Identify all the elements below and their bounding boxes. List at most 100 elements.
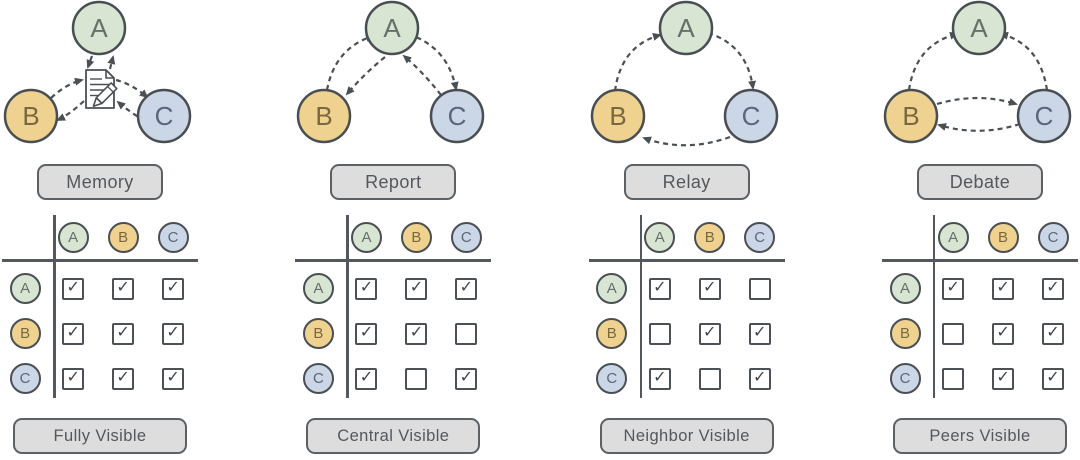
checkmark-icon: ✓	[66, 368, 80, 386]
agent-node-b[interactable]	[297, 88, 352, 144]
checkmark-icon: ✓	[66, 278, 80, 296]
matrix-row-label: B	[882, 318, 928, 349]
matrix-checkbox-cb[interactable]	[698, 367, 721, 390]
matrix-checkbox-ca[interactable]: ✓	[648, 367, 671, 390]
matrix-checkbox-ba[interactable]: ✓	[62, 322, 85, 345]
matrix-agent-circle-b: B	[694, 221, 726, 253]
topology-name-button[interactable]: Relay	[623, 164, 750, 200]
matrix-cell	[928, 322, 978, 345]
matrix-checkbox-cc[interactable]: ✓	[455, 367, 478, 390]
matrix-checkbox-cb[interactable]	[405, 367, 428, 390]
matrix-row-label: C	[2, 363, 48, 394]
matrix-checkbox-ab[interactable]: ✓	[992, 277, 1015, 300]
matrix-checkbox-bb[interactable]: ✓	[405, 322, 428, 345]
visibility-mode-button[interactable]: Central Visible	[306, 418, 481, 454]
matrix-cell: ✓	[391, 277, 441, 300]
agent-node-a[interactable]	[71, 0, 127, 56]
edge-C-to-A	[402, 54, 443, 96]
edge-C-to-B	[937, 122, 1021, 132]
matrix-cell: ✓	[391, 322, 441, 345]
visibility-mode-button[interactable]: Fully Visible	[13, 418, 187, 454]
matrix-row-label: B	[2, 318, 48, 349]
matrix-checkbox-cb[interactable]: ✓	[992, 367, 1015, 390]
matrix-header-cell: A	[48, 221, 98, 253]
matrix-agent-circle-a: A	[57, 221, 89, 253]
agent-node-a[interactable]	[658, 0, 713, 56]
visibility-mode-button[interactable]: Peers Visible	[892, 418, 1067, 454]
matrix-checkbox-ac[interactable]	[748, 277, 771, 300]
matrix-checkbox-aa[interactable]: ✓	[648, 277, 671, 300]
matrix-agent-circle-b: B	[889, 318, 921, 349]
edge-memo-to-A	[107, 55, 116, 70]
matrix-checkbox-bc[interactable]	[455, 322, 478, 345]
agent-node-a[interactable]	[365, 0, 420, 56]
matrix-agent-circle-c: C	[157, 221, 189, 253]
matrix-checkbox-ca[interactable]	[942, 367, 965, 390]
checkmark-icon: ✓	[1046, 323, 1060, 341]
matrix-row-label: C	[295, 363, 341, 394]
matrix-agent-circle-a: A	[644, 221, 676, 253]
matrix-checkbox-cb[interactable]: ✓	[112, 367, 135, 390]
agent-node-b[interactable]	[590, 88, 645, 144]
matrix-checkbox-ab[interactable]: ✓	[698, 277, 721, 300]
matrix-checkbox-aa[interactable]: ✓	[355, 277, 378, 300]
matrix-checkbox-bb[interactable]: ✓	[698, 322, 721, 345]
matrix-cell: ✓	[148, 367, 198, 390]
agent-node-c[interactable]	[723, 88, 778, 144]
checkmark-icon: ✓	[116, 278, 130, 296]
matrix-horizontal-line	[588, 259, 785, 262]
matrix-checkbox-ac[interactable]: ✓	[1042, 277, 1064, 300]
topology-name-label: Report	[365, 171, 422, 192]
matrix-agent-circle-c: C	[450, 221, 482, 253]
matrix-checkbox-bc[interactable]: ✓	[162, 322, 185, 345]
agent-node-c[interactable]	[430, 88, 485, 144]
matrix-checkbox-ab[interactable]: ✓	[405, 277, 428, 300]
matrix-agent-circle-a: A	[596, 273, 628, 304]
matrix-checkbox-aa[interactable]: ✓	[942, 277, 965, 300]
matrix-checkbox-cc[interactable]: ✓	[748, 367, 771, 390]
agent-node-label: A	[384, 13, 402, 43]
matrix-checkbox-bc[interactable]: ✓	[748, 322, 771, 345]
matrix-checkbox-bc[interactable]: ✓	[1042, 322, 1064, 345]
matrix-agent-circle-b: B	[400, 221, 432, 253]
agent-node-c[interactable]	[1016, 88, 1072, 144]
matrix-checkbox-ca[interactable]: ✓	[62, 367, 85, 390]
matrix-cell: ✓	[1028, 322, 1078, 345]
matrix-cell	[735, 277, 785, 300]
topology-name-button[interactable]: Report	[330, 164, 457, 200]
visibility-mode-button[interactable]: Neighbor Visible	[599, 418, 774, 454]
matrix-checkbox-ca[interactable]: ✓	[355, 367, 378, 390]
edge-B-to-memo	[50, 77, 84, 99]
checkmark-icon: ✓	[653, 368, 667, 386]
matrix-checkbox-bb[interactable]: ✓	[992, 322, 1015, 345]
matrix-checkbox-aa[interactable]: ✓	[62, 277, 85, 300]
agent-node-a[interactable]	[951, 0, 1007, 56]
matrix-checkbox-ac[interactable]: ✓	[162, 277, 185, 300]
matrix-checkbox-cc[interactable]: ✓	[1042, 367, 1064, 390]
matrix-cell: ✓	[98, 277, 148, 300]
matrix-row-b: B✓✓	[589, 311, 785, 356]
agent-node-c[interactable]	[136, 88, 192, 144]
agent-node-b[interactable]	[3, 88, 59, 144]
matrix-checkbox-ba[interactable]	[648, 322, 671, 345]
matrix-checkbox-ac[interactable]: ✓	[455, 277, 478, 300]
topology-name-button[interactable]: Memory	[37, 164, 163, 200]
matrix-checkbox-bb[interactable]: ✓	[112, 322, 135, 345]
matrix-cell	[635, 322, 685, 345]
matrix-row-label: C	[882, 363, 928, 394]
matrix-checkbox-ab[interactable]: ✓	[112, 277, 135, 300]
agent-node-b[interactable]	[883, 88, 939, 144]
matrix-header-cell: A	[342, 221, 392, 253]
matrix-checkbox-cc[interactable]: ✓	[162, 367, 185, 390]
checkmark-icon: ✓	[653, 278, 667, 296]
checkmark-icon: ✓	[996, 368, 1010, 386]
topology-name-button[interactable]: Debate	[916, 164, 1043, 200]
matrix-checkbox-ba[interactable]	[942, 322, 965, 345]
matrix-checkbox-ba[interactable]: ✓	[355, 322, 378, 345]
checkmark-icon: ✓	[752, 368, 767, 386]
